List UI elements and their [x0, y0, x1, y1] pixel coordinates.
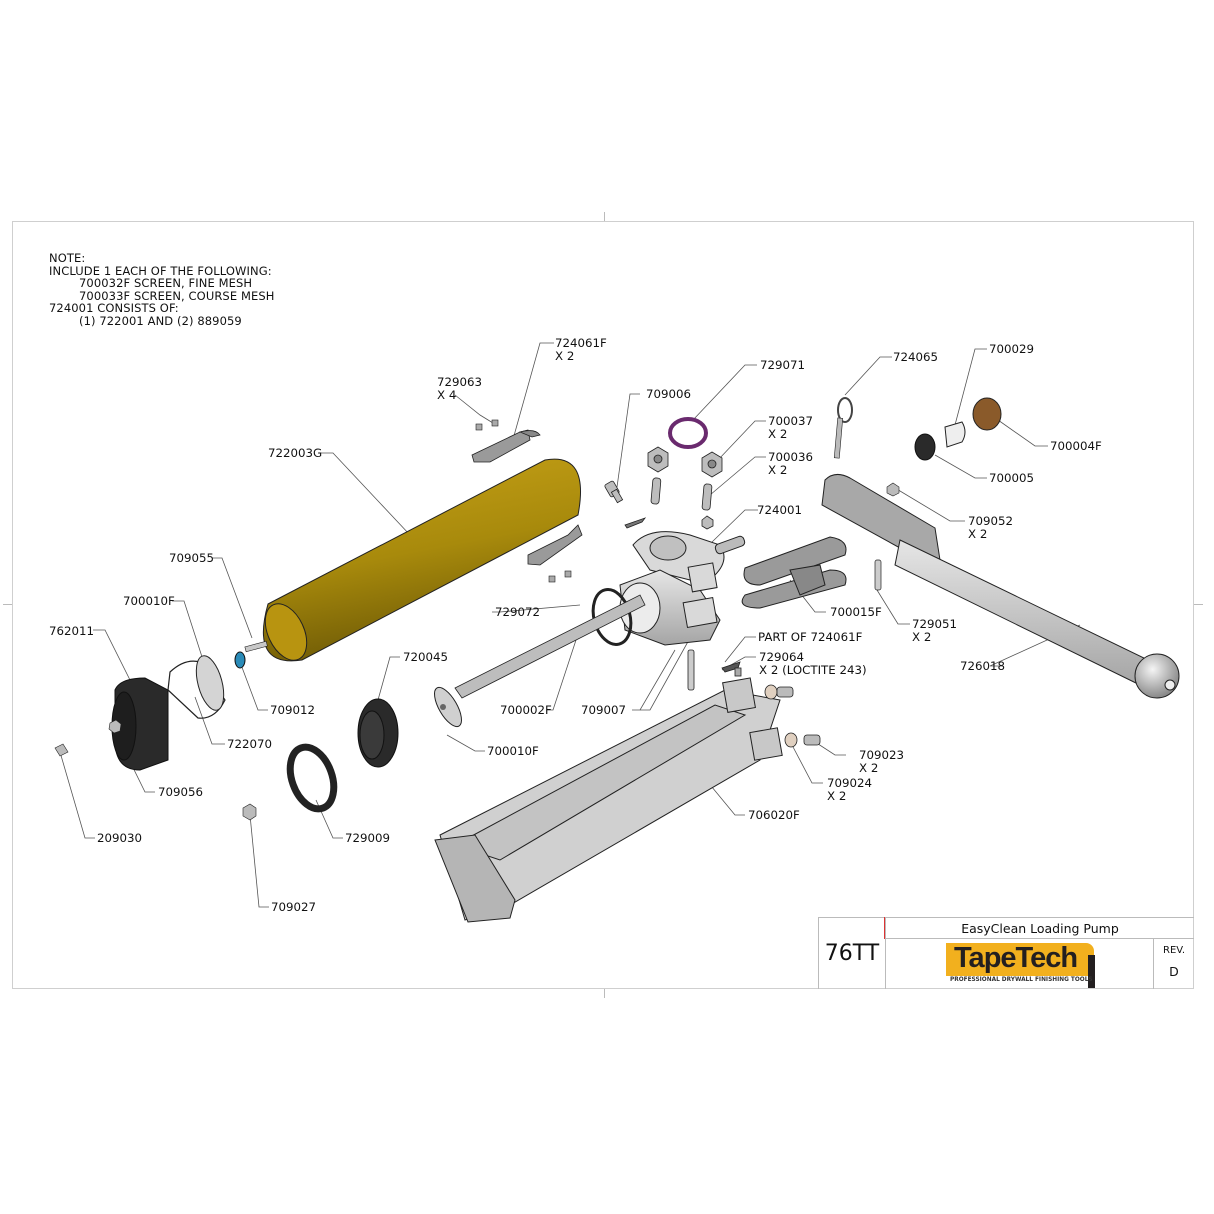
- label-700010F-screen: 700010F: [123, 594, 175, 608]
- label-709055: 709055: [169, 551, 215, 565]
- fitting-700004F: [972, 397, 1002, 431]
- label-709052: 709052 X 2: [968, 514, 1014, 541]
- label-709024: 709024 X 2: [827, 776, 873, 803]
- label-720045: 720045: [403, 650, 449, 664]
- center-mark-right: [1194, 604, 1203, 605]
- label-209030: 209030: [97, 831, 143, 845]
- label-729009: 729009: [345, 831, 391, 845]
- tapetech-logo: TapeTech PROFESSIONAL DRYWALL FINISHING …: [885, 939, 1153, 989]
- label-709056: 709056: [158, 785, 204, 799]
- screen-disc-700010F: [195, 655, 225, 711]
- label-722070: 722070: [227, 737, 273, 751]
- screw-709055: [244, 640, 268, 653]
- title-block: 76TT EasyClean Loading Pump TapeTech PRO…: [818, 917, 1194, 989]
- rev-value: D: [1169, 964, 1179, 979]
- hinge-hardware: [687, 649, 821, 748]
- latch-724061F: [471, 429, 583, 566]
- logo-text: TapeTech: [954, 942, 1078, 974]
- rivets-729063: [475, 419, 572, 583]
- logo-background: [946, 943, 1094, 976]
- label-700002F: 700002F: [500, 703, 552, 717]
- label-700029: 700029: [989, 342, 1035, 356]
- label-700036: 700036 X 2: [768, 450, 814, 477]
- hardware-small: [604, 446, 723, 530]
- label-700005: 700005: [989, 471, 1035, 485]
- note-line: INCLUDE 1 EACH OF THE FOLLOWING:: [49, 263, 272, 278]
- drawing-border: [12, 221, 1194, 989]
- snap-ring-722070: [167, 660, 226, 719]
- note-line: 724001 CONSISTS OF:: [49, 301, 179, 316]
- washer-709012: [234, 651, 246, 669]
- label-700004F: 700004F: [1050, 439, 1102, 453]
- end-cap-762011: [111, 677, 169, 771]
- label-709007: 709007: [581, 703, 627, 717]
- pin-724065: [833, 397, 853, 459]
- label-706020F: 706020F: [748, 808, 800, 822]
- revision-cell: REV. D: [1153, 939, 1194, 989]
- bolt-729051: [874, 559, 882, 591]
- label-724065: 724065: [893, 350, 939, 364]
- note-line: 700032F SCREEN, FINE MESH: [79, 276, 253, 291]
- handle-726018: [821, 474, 1180, 699]
- rev-label: REV.: [1163, 945, 1185, 956]
- bushing-700029: [944, 421, 966, 448]
- label-724061F: 724061F X 2: [555, 336, 607, 363]
- label-726018: 726018: [960, 659, 1006, 673]
- seal-700005: [914, 433, 936, 461]
- center-mark-bottom: [604, 989, 605, 998]
- label-709006: 709006: [646, 387, 692, 401]
- note-line: 700033F SCREEN, COURSE MESH: [79, 288, 275, 303]
- note-line: (1) 722001 AND (2) 889059: [79, 313, 242, 328]
- nut-709056: [108, 719, 122, 734]
- label-part-of-724061F: PART OF 724061F: [758, 630, 863, 644]
- center-mark-top: [604, 212, 605, 221]
- label-724001: 724001: [757, 503, 803, 517]
- label-729072: 729072: [495, 605, 541, 619]
- label-709023: 709023 X 2: [859, 748, 905, 775]
- leader-lines: [59, 342, 1081, 908]
- label-700010F-piston: 700010F: [487, 744, 539, 758]
- nut-709027: [242, 803, 257, 821]
- divider: [884, 917, 885, 939]
- logo-tagline: PROFESSIONAL DRYWALL FINISHING TOOLS: [950, 977, 1093, 983]
- seal-729009: [286, 743, 338, 813]
- label-729071: 729071: [760, 358, 806, 372]
- tube-722003G: [262, 458, 582, 662]
- drawing-number: 76TT: [818, 917, 885, 989]
- label-700037: 700037 X 2: [768, 414, 814, 441]
- drawing-title: EasyClean Loading Pump: [885, 917, 1194, 939]
- label-729063: 729063 X 4: [437, 375, 483, 402]
- label-700015F: 700015F: [830, 605, 882, 619]
- wingnut-209030: [54, 743, 69, 757]
- label-729051: 729051 X 2: [912, 617, 958, 644]
- hopper-706020F: [434, 677, 783, 923]
- notes-block: NOTE:INCLUDE 1 EACH OF THE FOLLOWING:700…: [49, 252, 274, 328]
- plunger-rod-700002F: [434, 594, 646, 728]
- oring-729071: [668, 417, 708, 449]
- label-709027: 709027: [271, 900, 317, 914]
- pump-body-724001: [619, 531, 746, 646]
- note-heading: NOTE:: [49, 251, 86, 265]
- label-762011: 762011: [49, 624, 95, 638]
- nut-709052: [886, 482, 900, 497]
- piston-720045: [357, 698, 399, 768]
- logo-bar-icon: [1088, 955, 1095, 988]
- link-700015F: [741, 536, 847, 609]
- label-709012: 709012: [270, 703, 316, 717]
- label-729064: 729064 X 2 (LOCTITE 243): [759, 650, 867, 677]
- label-722003G: 722003G: [268, 446, 323, 460]
- center-mark-left: [3, 604, 12, 605]
